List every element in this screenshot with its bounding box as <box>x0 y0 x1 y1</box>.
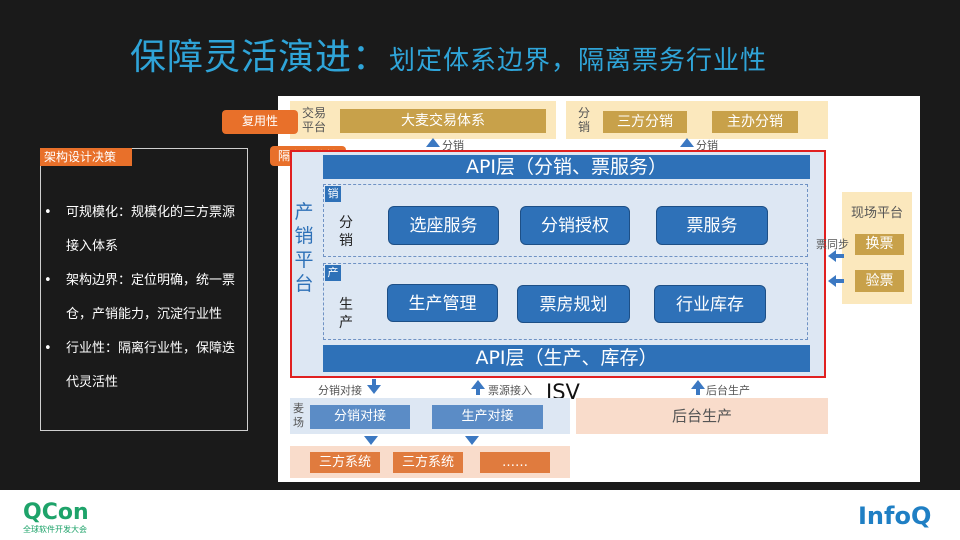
bullet-continuation: 仓，产销能力，沉淀行业性 <box>66 307 223 322</box>
api-top-bar: API层（分销、票服务） <box>323 155 810 179</box>
sales-label: 分 销 <box>339 215 353 249</box>
arrow-label-distribution: 分销 <box>696 139 718 152</box>
platform-label: 产 销 平 台 <box>294 201 314 295</box>
decision-panel-label: 架构设计决策 <box>40 148 132 166</box>
organizer-distribution-box: 主办分销 <box>712 111 798 133</box>
maichang-distribution-dock: 分销对接 <box>310 405 410 429</box>
sales-block <box>323 184 808 257</box>
reuse-tag: 复用性 <box>222 110 298 134</box>
bullet-text: 可规模化：规模化的三方票源 <box>66 205 236 220</box>
arrow-stem <box>476 389 480 395</box>
third-party-more-box: …… <box>480 452 550 473</box>
arrow-stem <box>372 379 376 385</box>
bullet-text: 架构边界：定位明确，统一票 <box>66 273 236 288</box>
arrow-label-distribution: 分销 <box>442 139 464 152</box>
qcon-logo: QCon <box>23 500 89 525</box>
exchange-ticket-box: 换票 <box>855 234 904 255</box>
up-arrow-icon <box>691 380 705 389</box>
down-arrow-icon <box>364 436 378 445</box>
production-tag: 产 <box>325 265 341 281</box>
third-party-system-box: 三方系统 <box>393 452 463 473</box>
onsite-platform-label: 现场平台 <box>850 206 903 221</box>
production-block <box>323 263 808 340</box>
bullet-item: •架构边界：定位明确，统一票 <box>44 273 236 288</box>
production-sales-platform <box>290 150 826 378</box>
decision-bullets: •可规模化：规模化的三方票源 接入体系 •架构边界：定位明确，统一票 仓，产销能… <box>44 196 244 400</box>
third-party-distribution-box: 三方分销 <box>603 111 687 133</box>
title-main: 保障灵活演进： <box>130 37 390 78</box>
left-arrow-icon <box>828 275 836 287</box>
footer-bar <box>0 490 960 540</box>
trade-system-box: 大麦交易体系 <box>340 109 546 133</box>
arrow-label-backend-production: 后台生产 <box>706 384 750 397</box>
decision-panel <box>40 148 248 431</box>
third-party-system-box: 三方系统 <box>310 452 380 473</box>
distribution-label: 分 销 <box>578 106 591 134</box>
backend-production-box: 后台生产 <box>576 398 828 434</box>
arrow-label-ticket-access: 票源接入 <box>488 384 532 397</box>
infoq-logo: InfoQ <box>858 502 932 530</box>
arrow-stem <box>696 389 700 395</box>
bullet-item: •可规模化：规模化的三方票源 <box>44 205 236 220</box>
arrow-stem <box>836 254 844 258</box>
bullet-continuation: 接入体系 <box>66 239 119 254</box>
bullet-text: 行业性：隔离行业性，保障迭 <box>66 341 236 356</box>
down-arrow-icon <box>465 436 479 445</box>
seat-selection-service: 选座服务 <box>388 206 499 245</box>
arrow-label-distribution-dock: 分销对接 <box>318 384 362 397</box>
verify-ticket-box: 验票 <box>855 270 904 292</box>
slide-title: 保障灵活演进：划定体系边界，隔离票务行业性 <box>130 28 767 80</box>
up-arrow-icon <box>680 138 694 147</box>
industry-inventory: 行业库存 <box>654 285 766 323</box>
left-arrow-icon <box>828 250 836 262</box>
qcon-subtitle: 全球软件开发大会 <box>23 525 87 534</box>
api-bottom-bar: API层（生产、库存） <box>323 345 810 372</box>
down-arrow-icon <box>367 385 381 394</box>
bullet-continuation: 代灵活性 <box>66 375 119 390</box>
ticket-sync-label: 票同步 <box>816 238 849 251</box>
distribution-authorization: 分销授权 <box>520 206 630 245</box>
production-label: 生 产 <box>339 297 353 331</box>
box-office-planning: 票房规划 <box>517 285 630 323</box>
arrow-stem <box>836 279 844 283</box>
bullet-item: •行业性：隔离行业性，保障迭 <box>44 341 236 356</box>
ticket-service: 票服务 <box>656 206 768 245</box>
up-arrow-icon <box>426 138 440 147</box>
maichang-label: 麦 场 <box>293 402 304 429</box>
trade-platform-label: 交易 平台 <box>302 106 327 134</box>
production-management: 生产管理 <box>387 284 498 322</box>
title-sub: 划定体系边界，隔离票务行业性 <box>389 46 768 76</box>
up-arrow-icon <box>471 380 485 389</box>
sales-tag: 销 <box>325 186 341 202</box>
maichang-production-dock: 生产对接 <box>432 405 543 429</box>
